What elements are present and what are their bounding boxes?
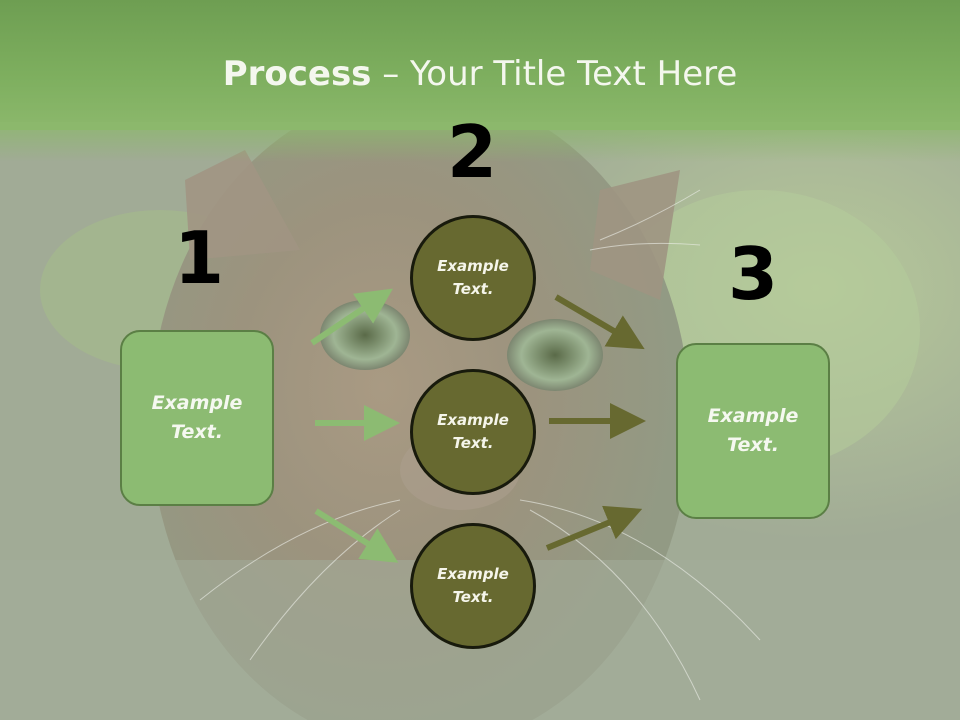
circle-middle-label: Example Text. bbox=[437, 411, 509, 452]
slide-title: Process – Your Title Text Here bbox=[0, 52, 960, 96]
step-number-1: 1 bbox=[173, 216, 225, 300]
arrow-left-bottom bbox=[314, 508, 399, 563]
step-number-3: 3 bbox=[727, 232, 779, 316]
step-2-circle-bottom: Example Text. bbox=[410, 523, 536, 649]
step-2-circle-middle: Example Text. bbox=[410, 369, 536, 495]
step-number-2: 2 bbox=[446, 110, 498, 194]
title-band bbox=[0, 0, 960, 130]
step-1-label: Example Text. bbox=[151, 392, 243, 443]
step-3-box: Example Text. bbox=[676, 343, 830, 519]
title-bold: Process bbox=[222, 54, 372, 94]
step-2-circle-top: Example Text. bbox=[410, 215, 536, 341]
title-band-fade bbox=[0, 122, 960, 162]
arrow-right-bottom bbox=[545, 505, 643, 551]
step-1-box: Example Text. bbox=[120, 330, 274, 506]
circle-bottom-label: Example Text. bbox=[437, 565, 509, 606]
arrow-right-top bbox=[554, 294, 645, 350]
title-rest: – Your Title Text Here bbox=[371, 54, 738, 94]
arrow-left-top bbox=[310, 288, 393, 346]
step-3-label: Example Text. bbox=[707, 405, 799, 456]
circle-top-label: Example Text. bbox=[437, 257, 509, 298]
